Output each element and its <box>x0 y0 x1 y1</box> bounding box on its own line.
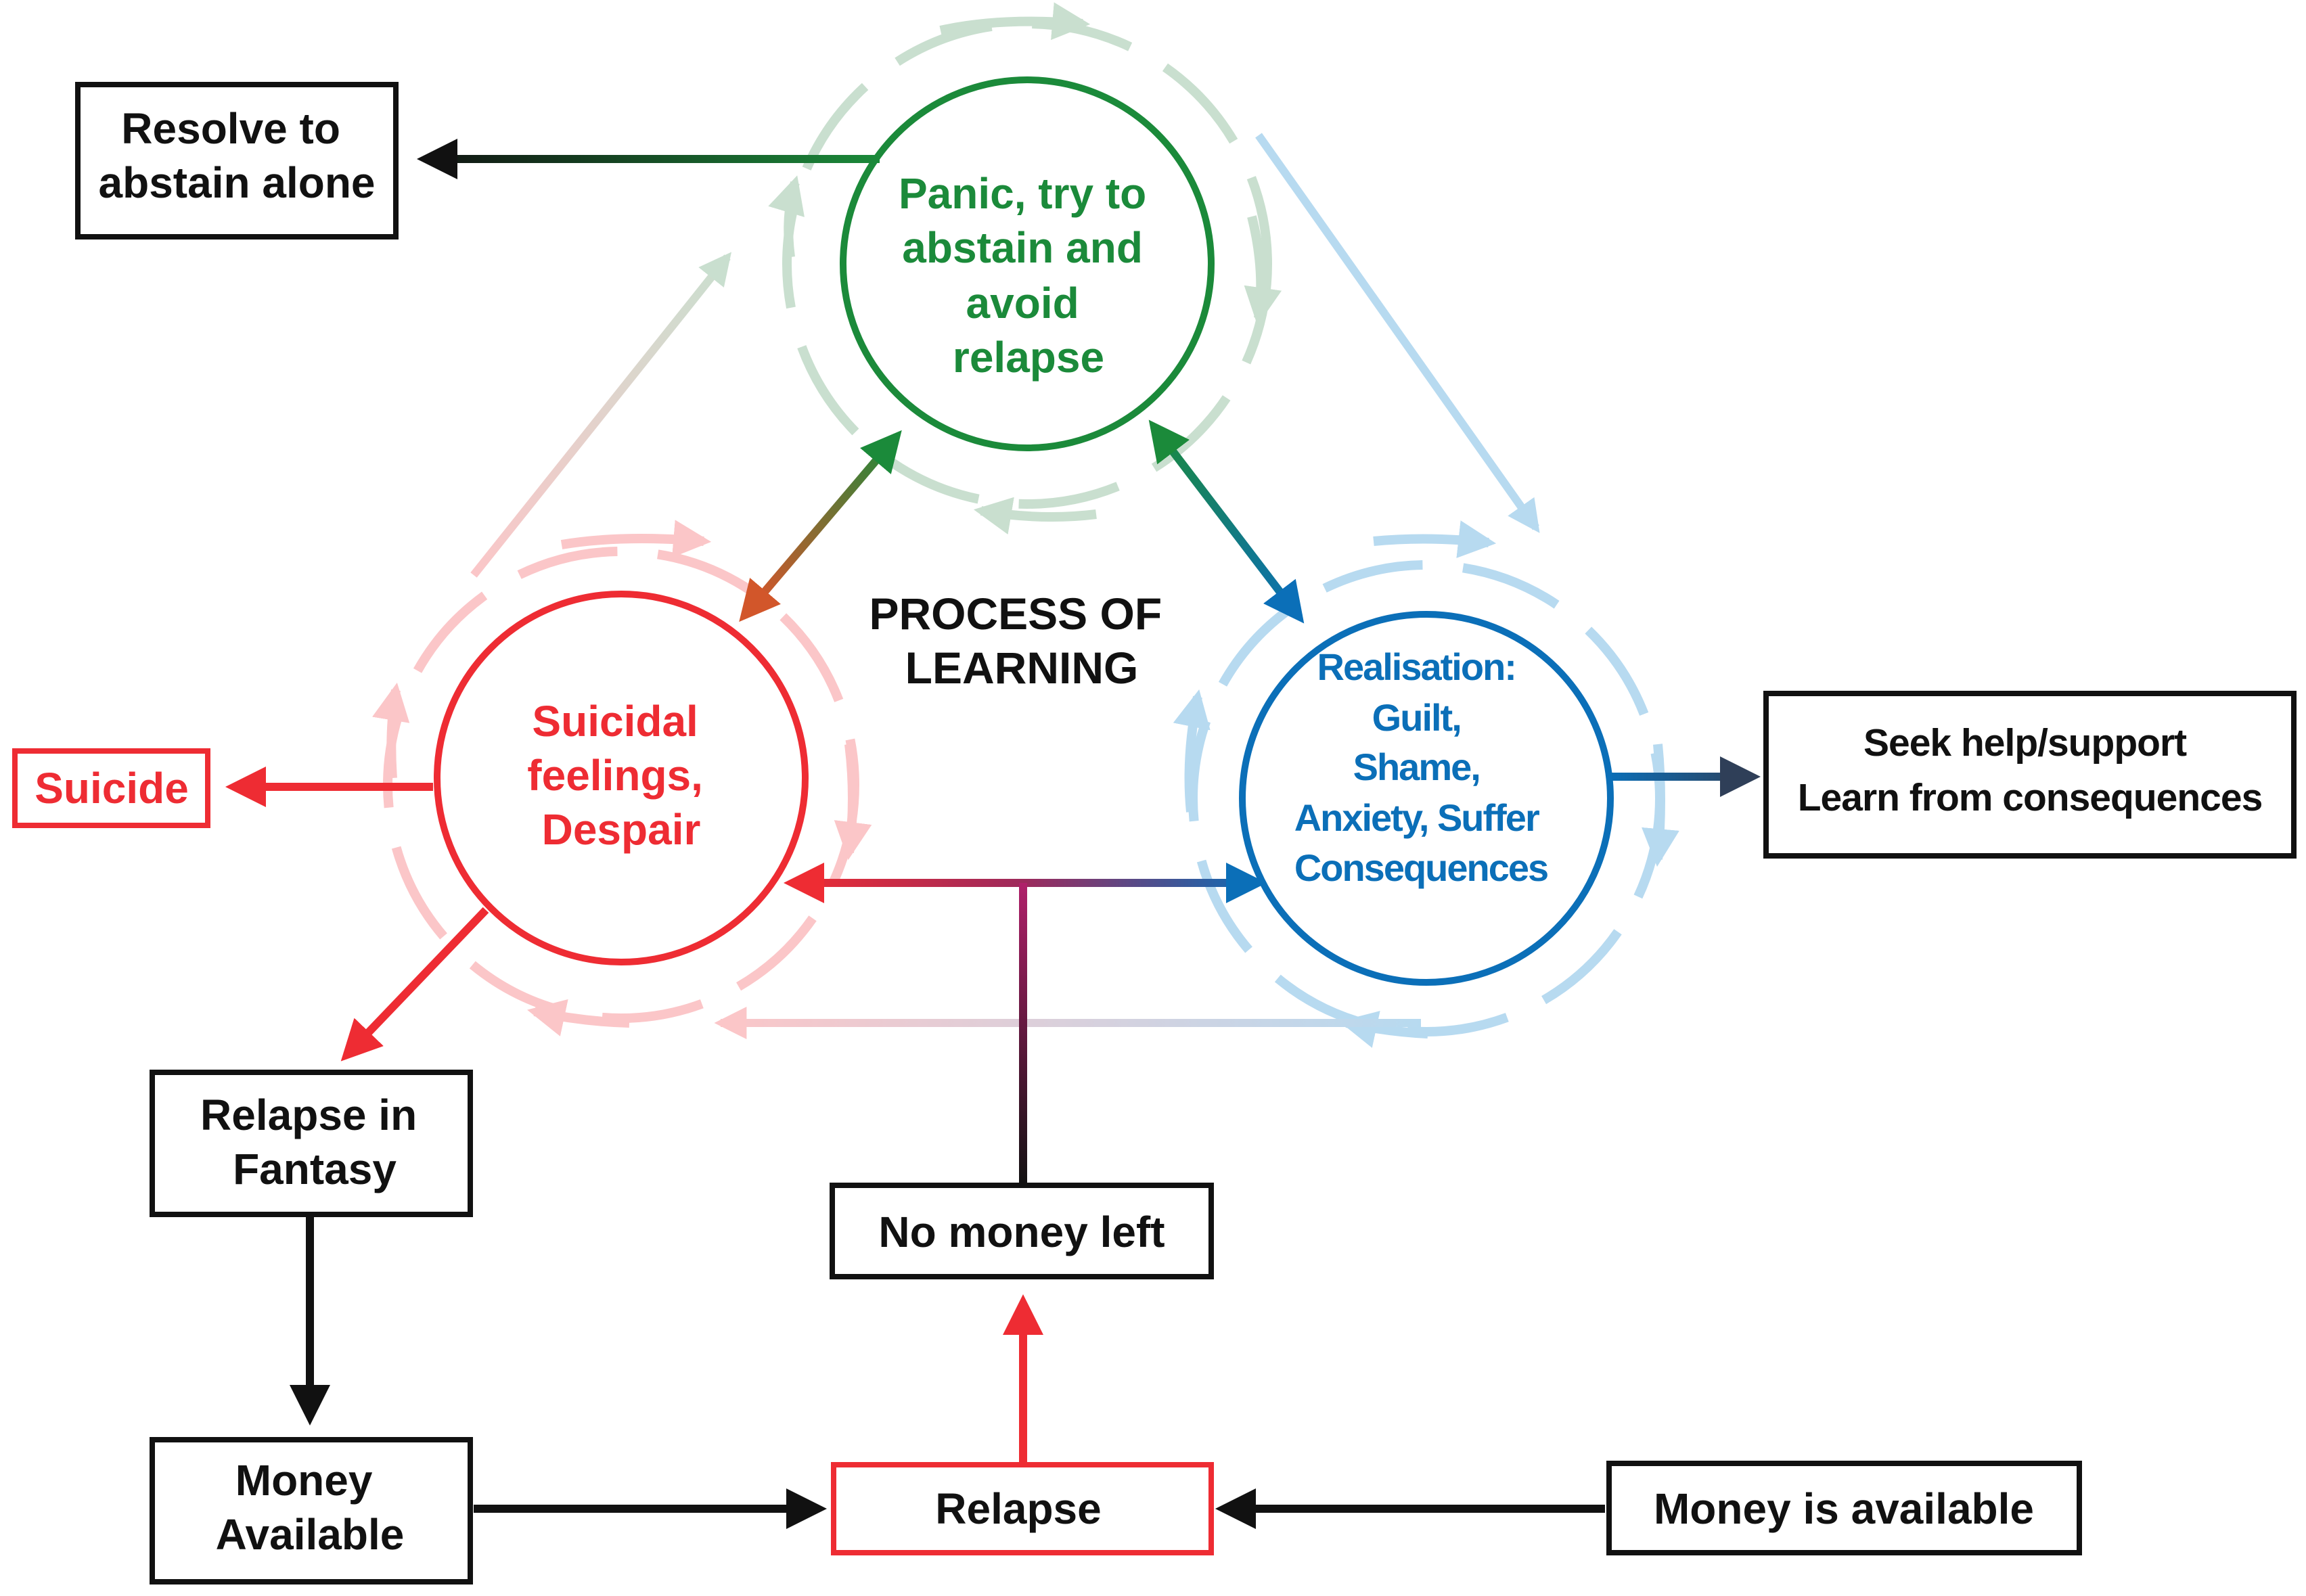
suicidal-orbit-arrow-right <box>834 744 872 861</box>
realisation-orbit-arrow-right <box>1642 744 1679 867</box>
svg-text:Suicide: Suicide <box>35 764 189 813</box>
realisation-circle <box>1239 611 1614 986</box>
panic-orbit-arrow-left <box>768 175 805 258</box>
suicidal-orbit-arrow-bottom <box>527 999 630 1036</box>
panic-circle <box>840 76 1215 451</box>
svg-text:Seek help/support Learn: Seek help/support Learn from consequence… <box>1798 721 2263 819</box>
realisation-label: Realisation: Guilt, Shame, Anxiety, Suff… <box>1294 645 1548 889</box>
faint-arrow-suicidal-to-panic <box>470 252 731 578</box>
panic-orbit-dashed <box>782 19 1272 509</box>
box-money-is-available: Money is available <box>1606 1461 2082 1555</box>
box-no-money-left: No money left <box>830 1183 1214 1279</box>
panic-orbit-arrow-bottom <box>973 497 1097 534</box>
suicidal-label: Suicidal feelings, Despair <box>527 697 715 854</box>
suicidal-orbit-arrow-left <box>372 682 410 779</box>
arrow-suicidal-to-relapse-fantasy <box>340 907 489 1062</box>
box-resolve-to-abstain: Resolve to abstain alone <box>75 82 399 240</box>
box-relapse-in-fantasy: Relapse in Fantasy <box>150 1070 473 1217</box>
box-relapse: Relapse <box>831 1462 1214 1555</box>
svg-text:Relapse: Relapse <box>935 1484 1101 1533</box>
box-suicide: Suicide <box>12 748 210 828</box>
panic-orbit-arrow-right <box>1244 215 1282 326</box>
arrow-panic-realisation <box>1148 419 1305 624</box>
box-money-available: Money Available <box>150 1437 473 1584</box>
process-of-learning-title: PROCESS OF LEARNING <box>869 589 1174 693</box>
panic-orbit-arrow <box>939 2 1091 41</box>
faint-arrow-panic-to-realisation <box>1255 133 1540 533</box>
panic-label: Panic, try to abstain and avoid relapse <box>899 169 1158 382</box>
realisation-orbit-arrow-top <box>1373 520 1497 558</box>
svg-text:Money Available: Money Available <box>216 1456 405 1559</box>
suicidal-circle <box>434 591 809 965</box>
svg-text:No money left: No money left <box>878 1208 1165 1256</box>
realisation-orbit-arrow-left <box>1173 689 1211 813</box>
svg-text:Money is available: Money is available <box>1654 1484 2034 1533</box>
suicidal-orbit-arrow-top <box>560 520 712 558</box>
svg-text:Resolve to abstain alone: Resolve to abstain alone <box>99 104 376 207</box>
svg-text:Relapse in Fantasy: Relapse in Fantasy <box>200 1091 429 1193</box>
box-seek-help: Seek help/support Learn from consequence… <box>1763 691 2297 859</box>
arrow-panic-suicidal <box>739 430 902 622</box>
